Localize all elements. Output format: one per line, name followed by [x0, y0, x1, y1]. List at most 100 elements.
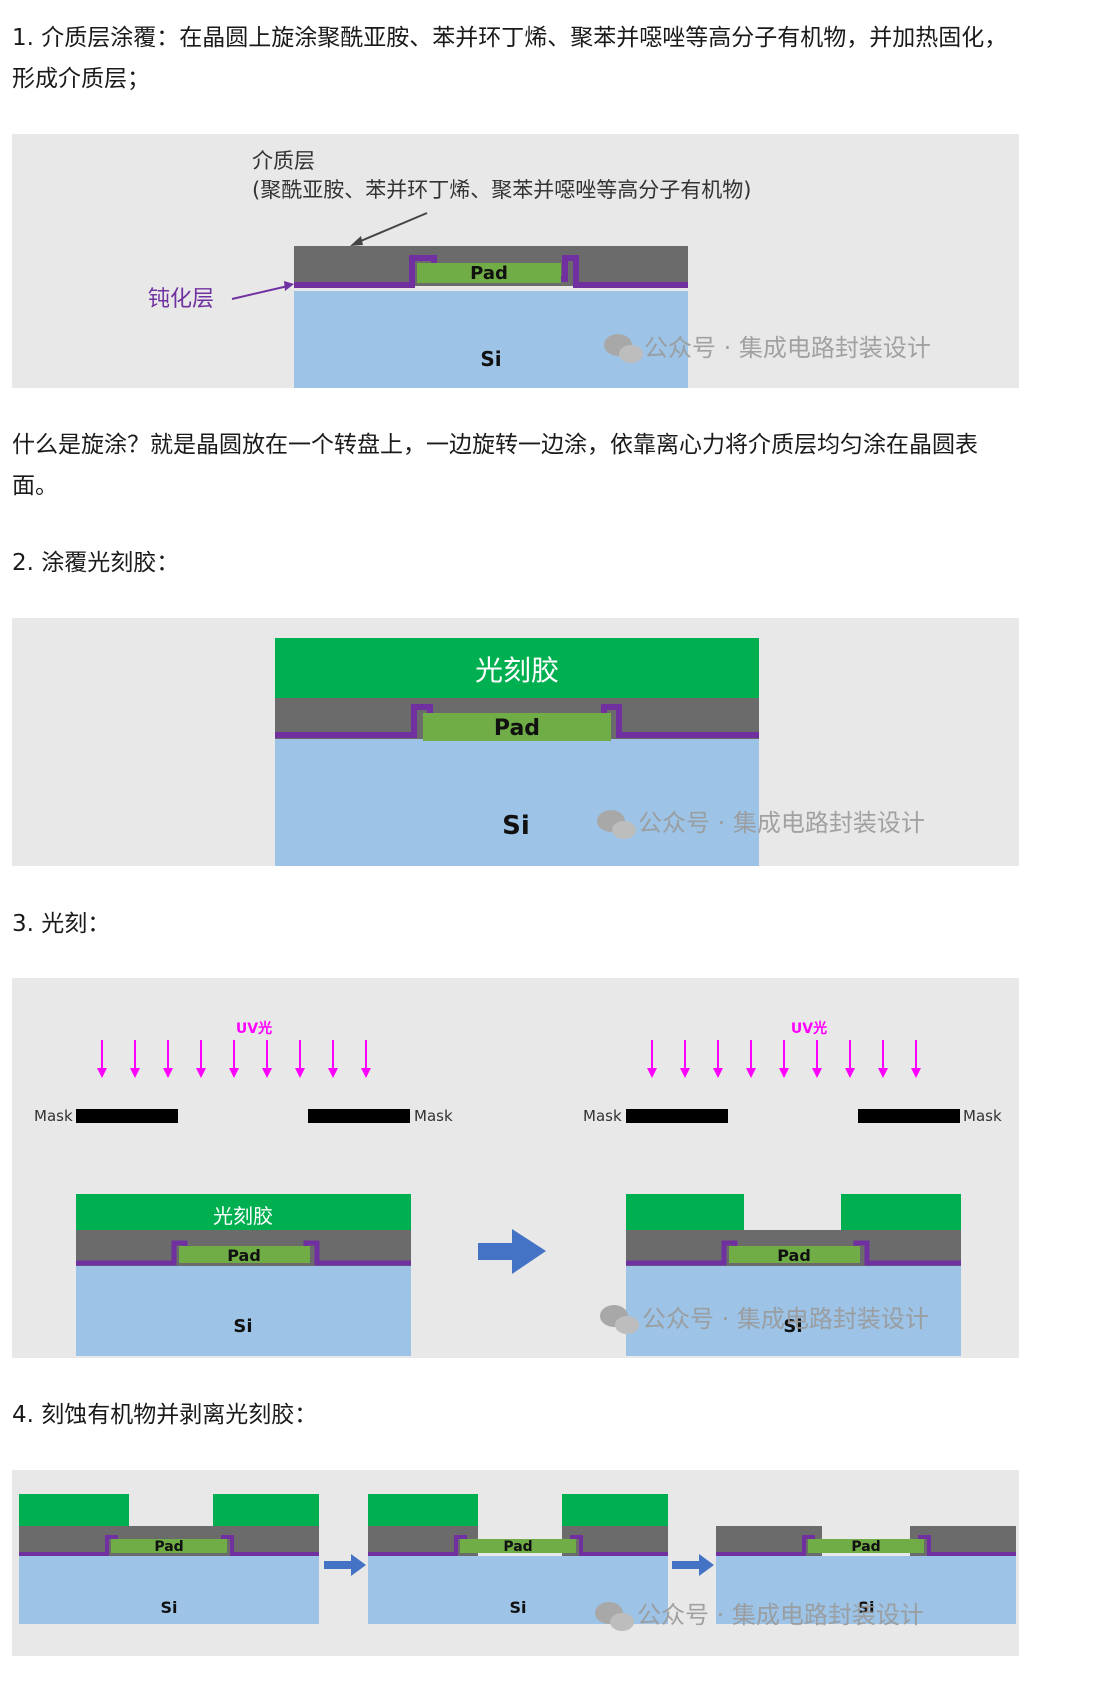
photoresist-label: 光刻胶 — [475, 654, 559, 687]
watermark: 公众号 · 集成电路封装设计 — [642, 1305, 929, 1333]
uv-label: UV光 — [236, 1020, 272, 1037]
dielectric-arrowhead — [350, 236, 363, 246]
dielectric-left — [716, 1526, 822, 1556]
uv-arrowhead — [97, 1068, 107, 1078]
pad-label: Pad — [154, 1539, 183, 1555]
watermark: 公众号 · 集成电路封装设计 — [637, 1601, 924, 1629]
silicon-substrate — [716, 1556, 1016, 1624]
watermark: 公众号 · 集成电路封装设计 — [644, 334, 931, 362]
uv-arrowhead — [130, 1068, 140, 1078]
process-arrow-1 — [324, 1554, 366, 1576]
silicon-substrate — [76, 1266, 411, 1356]
uv-arrowhead — [163, 1068, 173, 1078]
uv-arrowhead — [361, 1068, 371, 1078]
mask-right — [308, 1109, 410, 1123]
mask-label-left: Mask — [583, 1107, 622, 1125]
photoresist-right — [213, 1494, 319, 1526]
uv-arrows — [97, 1040, 371, 1078]
uv-arrowhead — [295, 1068, 305, 1078]
mask-right — [858, 1109, 960, 1123]
dielectric-right — [562, 1526, 668, 1556]
mask-left — [626, 1109, 728, 1123]
photoresist-label: 光刻胶 — [213, 1204, 273, 1228]
uv-arrowhead — [328, 1068, 338, 1078]
pad-label: Pad — [503, 1539, 532, 1555]
si-label: Si — [233, 1316, 252, 1337]
uv-arrowhead — [845, 1068, 855, 1078]
process-arrow-2 — [672, 1554, 714, 1576]
uv-arrows — [647, 1040, 921, 1078]
pad-label: Pad — [494, 716, 540, 741]
photoresist-right — [562, 1494, 668, 1526]
si-label: Si — [160, 1598, 177, 1617]
pad-label: Pad — [777, 1246, 811, 1265]
pad — [460, 1539, 576, 1553]
photoresist-layer — [76, 1194, 411, 1230]
wechat-icon — [595, 1602, 634, 1631]
figure-photoresist-coating: Pad 光刻胶 Si 公众号 · 集成电路封装设计 — [12, 618, 1019, 866]
si-label: Si — [502, 811, 530, 841]
photoresist-left — [368, 1494, 478, 1526]
si-label: Si — [480, 347, 501, 371]
process-arrow — [478, 1229, 546, 1274]
pad — [729, 1246, 860, 1263]
panel-after-etch: Pad Si — [368, 1494, 668, 1624]
uv-arrowhead — [229, 1068, 239, 1078]
figure-etch-and-strip: Pad Si Pad Si Pad Si — [12, 1470, 1019, 1656]
mask-label-right: Mask — [963, 1107, 1002, 1125]
step2-heading: 2. 涂覆光刻胶： — [12, 550, 180, 576]
figure-2-svg: Pad 光刻胶 Si 公众号 · 集成电路封装设计 — [275, 638, 925, 866]
uv-arrowhead — [262, 1068, 272, 1078]
mask-left — [76, 1109, 178, 1123]
mask-label-right: Mask — [414, 1107, 453, 1125]
watermark: 公众号 · 集成电路封装设计 — [638, 809, 925, 837]
uv-arrowhead — [878, 1068, 888, 1078]
photoresist-remaining-right — [841, 1194, 961, 1230]
after-exposure: UV光 Mask Mask Pad Si — [583, 1020, 1002, 1356]
pad-label: Pad — [470, 263, 508, 284]
figure-4-svg: Pad Si Pad Si Pad Si — [19, 1494, 1016, 1631]
pad — [179, 1246, 310, 1263]
uv-arrowhead — [779, 1068, 789, 1078]
dielectric-left — [368, 1526, 478, 1556]
step3-heading: 3. 光刻： — [12, 911, 111, 937]
uv-arrowhead — [196, 1068, 206, 1078]
uv-label: UV光 — [791, 1020, 827, 1037]
dielectric-material-label: (聚酰亚胺、苯并环丁烯、聚苯并噁唑等高分子有机物) — [252, 178, 751, 202]
wechat-icon — [604, 334, 643, 363]
wechat-icon — [600, 1305, 639, 1334]
si-label: Si — [509, 1598, 526, 1617]
spin-coating-paragraph: 什么是旋涂？就是晶圆放在一个转盘上，一边旋转一边涂，依靠离心力将介质层均匀涂在晶… — [12, 432, 978, 499]
photoresist-remaining-left — [626, 1194, 744, 1230]
silicon-substrate — [19, 1556, 319, 1624]
pad — [808, 1539, 924, 1553]
panel-after-strip: Pad Si — [716, 1526, 1016, 1624]
pad-label: Pad — [851, 1539, 880, 1555]
uv-arrowhead — [812, 1068, 822, 1078]
dielectric-right — [910, 1526, 1016, 1556]
passivation-label: 钝化层 — [148, 287, 214, 312]
uv-arrowhead — [680, 1068, 690, 1078]
pad — [111, 1539, 227, 1553]
pad — [417, 263, 561, 283]
silicon-substrate — [275, 739, 759, 866]
uv-arrowhead — [713, 1068, 723, 1078]
panel-before-etch: Pad Si — [19, 1494, 319, 1624]
mask-label-left: Mask — [34, 1107, 73, 1125]
uv-arrowhead — [911, 1068, 921, 1078]
passivation-pointer-arrow — [231, 285, 289, 300]
figure-dielectric-coating: Pad Si 介质层 (聚酰亚胺、苯并环丁烯、聚苯并噁唑等高分子有机物) 钝化层… — [12, 134, 1019, 388]
dielectric-label: 介质层 — [252, 149, 315, 173]
photoresist-layer — [275, 638, 759, 698]
before-exposure: UV光 Mask Mask Pad 光刻胶 Si — [34, 1020, 453, 1356]
uv-arrowhead — [647, 1068, 657, 1078]
step1-paragraph: 1. 介质层涂覆：在晶圆上旋涂聚酰亚胺、苯并环丁烯、聚苯并噁唑等高分子有机物，并… — [12, 25, 1008, 92]
si-label: Si — [857, 1598, 874, 1617]
photoresist-left — [19, 1494, 129, 1526]
pad — [423, 713, 611, 741]
uv-arrowhead — [746, 1068, 756, 1078]
figure-lithography: UV光 Mask Mask Pad 光刻胶 Si UV光 Mask Mask — [12, 978, 1019, 1358]
figure-3-svg: UV光 Mask Mask Pad 光刻胶 Si UV光 Mask Mask — [34, 1020, 1002, 1356]
step4-heading: 4. 刻蚀有机物并剥离光刻胶： — [12, 1402, 318, 1428]
wechat-icon — [597, 810, 636, 839]
